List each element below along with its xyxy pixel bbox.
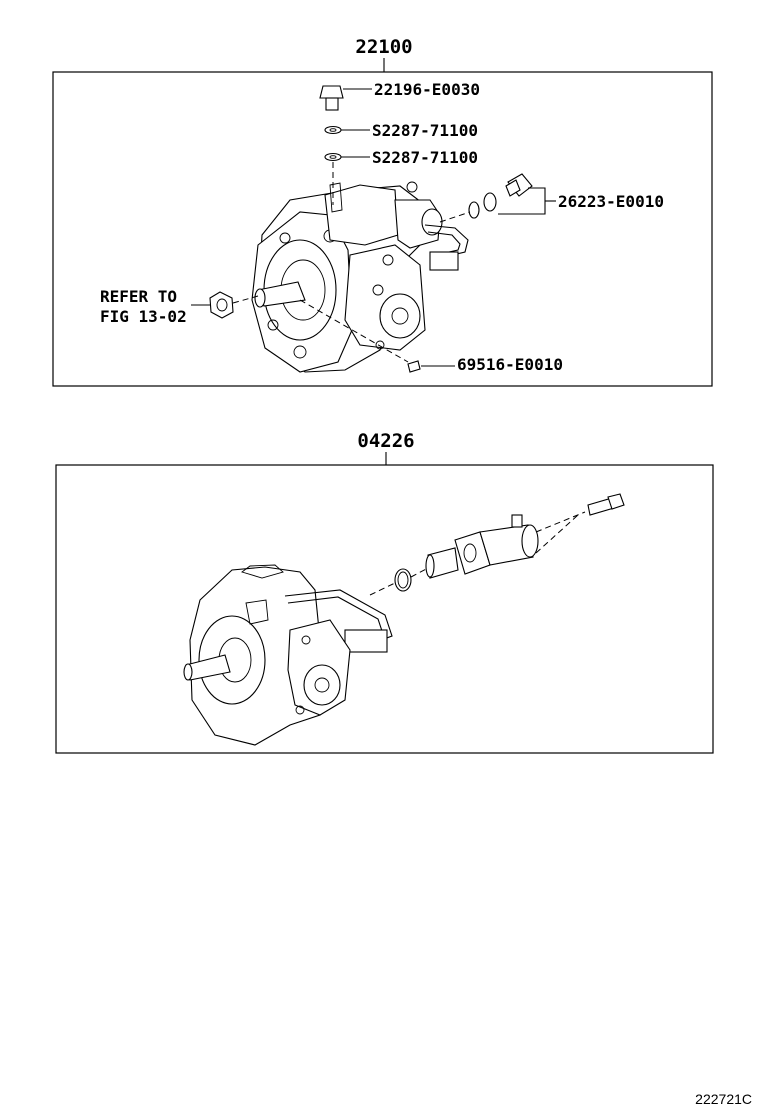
assembly-22100: 22100 <box>52 36 713 387</box>
assembly-04226: 04226 <box>55 430 714 754</box>
banjo-bolt-illustration <box>468 173 533 219</box>
assembly-frame-04226 <box>55 464 714 754</box>
part-number-22196-E0030: 22196-E0030 <box>374 80 480 99</box>
washer-lower-illustration <box>324 152 342 162</box>
key-illustration <box>407 360 421 373</box>
assembly-frame-22100 <box>52 71 713 387</box>
bolt-22196-illustration <box>319 85 344 99</box>
reference-note-line-2: FIG 13-02 <box>100 307 187 326</box>
part-number-69516-E0010: 69516-E0010 <box>457 355 563 374</box>
control-valve-illustration <box>425 514 539 579</box>
injection-pump-illustration <box>251 181 469 373</box>
valve-bolt-illustration <box>587 493 625 516</box>
pump-housing-illustration <box>183 564 393 746</box>
part-number-S2287-71100-lower: S2287-71100 <box>372 148 478 167</box>
reference-note-line-1: REFER TO <box>100 287 177 306</box>
part-number-26223-E0010: 26223-E0010 <box>558 192 664 211</box>
part-number-S2287-71100-upper: S2287-71100 <box>372 121 478 140</box>
o-ring-illustration <box>394 568 412 592</box>
washer-upper-illustration <box>324 125 342 135</box>
nut-illustration <box>209 291 234 319</box>
assembly-number-04226: 04226 <box>357 430 414 452</box>
assembly-number-22100: 22100 <box>355 36 412 58</box>
catalog-id: 222721C <box>695 1091 752 1107</box>
